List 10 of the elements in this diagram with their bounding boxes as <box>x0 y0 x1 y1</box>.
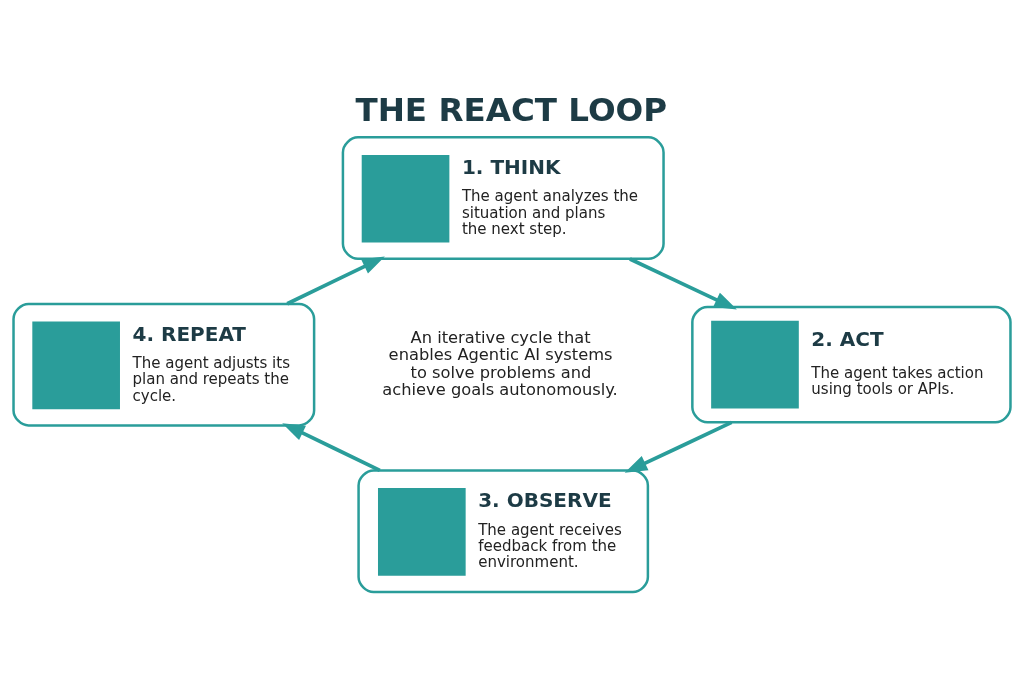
arrow <box>624 420 733 473</box>
arrow <box>286 256 385 306</box>
label: An iterative cycle that enables Agentic AI systems to solve problems and achieve goals autonomously. <box>382 327 618 400</box>
arrow <box>282 423 381 473</box>
node-box: 3. OBSERVE The agent receives feedback from the environment. <box>357 469 650 594</box>
diagram-title: THE REACT LOOP <box>355 90 668 129</box>
arrow <box>629 257 737 310</box>
node-box: 2. ACT The agent takes action using tools or APIs. <box>691 305 1012 424</box>
node-box: 1. THINK The agent analyzes the situation and plans the next step. <box>341 136 665 261</box>
node-box: 4. REPEAT The agent adjusts its plan and repeats the cycle. <box>12 302 316 427</box>
